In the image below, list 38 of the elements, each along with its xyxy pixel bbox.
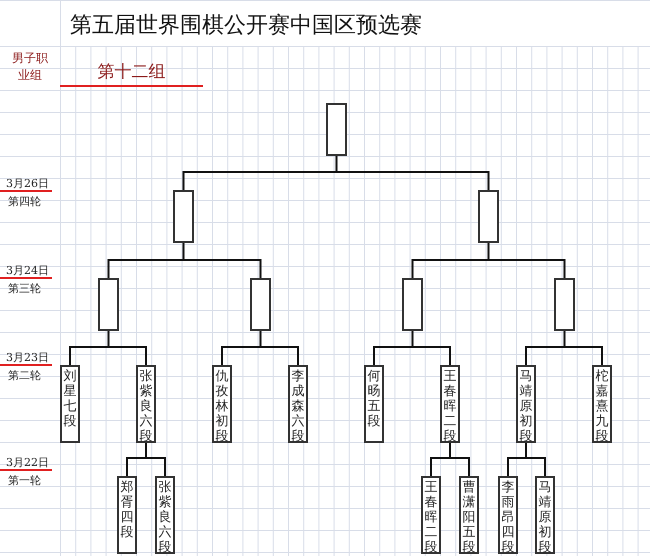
player-name-box: 仇孜林初段 <box>212 365 232 443</box>
player-name-box: 刘星七段 <box>60 365 80 443</box>
player-name-box: 柁嘉熹九段 <box>592 365 612 443</box>
round-label: 第一轮 <box>8 473 41 488</box>
player-name-box: 王春晖二段 <box>421 476 441 554</box>
category-label: 男子职业组 <box>11 50 49 84</box>
player-name-box: 马靖原初段 <box>535 476 555 554</box>
bracket-line <box>488 243 566 278</box>
player-name-box: 张紫良六段 <box>155 476 175 554</box>
empty-box <box>326 103 347 156</box>
bracket-line <box>449 443 470 476</box>
player-name-box: 李成森六段 <box>288 365 308 443</box>
round-label: 第四轮 <box>8 194 41 209</box>
empty-box <box>98 278 119 331</box>
date-label: 3月24日 <box>6 263 49 278</box>
date-label: 3月26日 <box>6 176 49 191</box>
empty-box <box>173 190 194 243</box>
date-label: 3月23日 <box>6 350 49 365</box>
empty-box <box>250 278 271 331</box>
empty-box <box>554 278 575 331</box>
player-name-box: 何旸五段 <box>364 365 384 443</box>
player-name-box: 李雨昂四段 <box>498 476 518 554</box>
player-name-box: 王春晖二段 <box>440 365 460 443</box>
empty-box <box>402 278 423 331</box>
round-label: 第二轮 <box>8 368 41 383</box>
round-label: 第三轮 <box>8 281 41 296</box>
title: 第五届世界围棋公开赛中国区预选赛 <box>70 12 422 40</box>
date-label: 3月22日 <box>6 455 49 470</box>
player-name-box: 曹潇阳五段 <box>459 476 479 554</box>
bracket-line <box>525 443 546 476</box>
group-heading: 第十二组 <box>96 61 166 83</box>
empty-box <box>478 190 499 243</box>
bracket-line <box>145 443 166 476</box>
bracket-line <box>336 156 490 190</box>
player-name-box: 张紫良六段 <box>136 365 156 443</box>
bracket-line <box>182 243 262 278</box>
player-name-box: 郑胥四段 <box>117 476 137 554</box>
player-name-box: 马靖原初段 <box>516 365 536 443</box>
